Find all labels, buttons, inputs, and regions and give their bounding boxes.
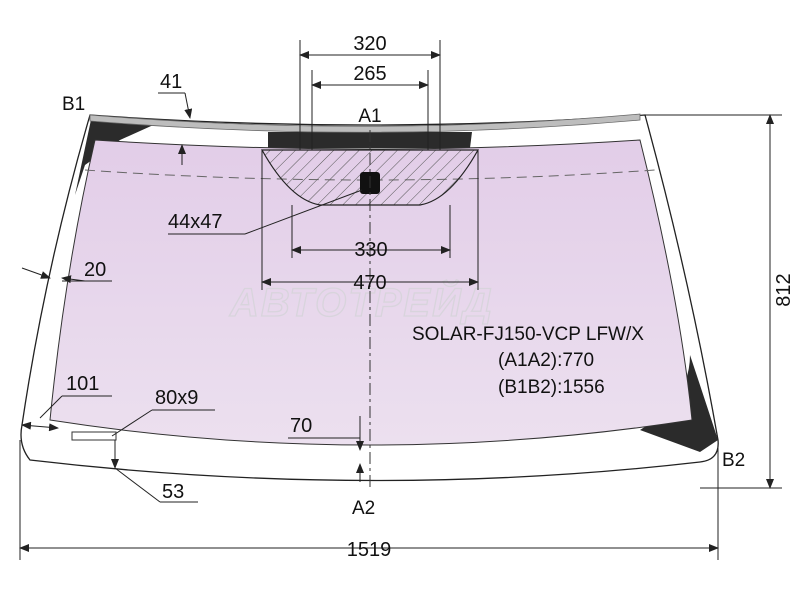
point-a2-label: A2 — [352, 498, 375, 519]
dim-80x9-label: 80x9 — [155, 387, 198, 409]
dim-80x9-leader — [111, 409, 153, 437]
dim-41-label: 41 — [160, 71, 182, 93]
dim-265-label: 265 — [353, 63, 386, 85]
point-b1-label: B1 — [62, 94, 85, 115]
point-b2-label: B2 — [722, 450, 745, 471]
dim-101-leader — [39, 395, 63, 419]
point-a1-label: A1 — [358, 106, 381, 127]
measure-a1a2: (A1A2):770 — [498, 350, 594, 371]
dim-53-leader — [114, 467, 161, 503]
dim-44x47-leader — [244, 189, 363, 235]
dim-70-label: 70 — [290, 415, 312, 437]
dim-330-label: 330 — [354, 239, 387, 261]
measure-b1b2: (B1B2):1556 — [498, 377, 605, 398]
dim-101-label: 101 — [66, 373, 99, 395]
glass-tinted-area — [49, 139, 693, 446]
dim-470-label: 470 — [353, 272, 386, 294]
dim-320-label: 320 — [353, 33, 386, 55]
dim-41-arrow — [184, 92, 193, 119]
dim-1519-label: 1519 — [347, 539, 392, 561]
model-code: SOLAR-FJ150-VCP LFW/X — [412, 324, 644, 345]
frit-left-corner — [75, 115, 160, 195]
dim-812-label: 812 — [773, 273, 795, 306]
dim-101-arrow — [21, 421, 59, 432]
dim-20-arrow-out — [21, 267, 51, 279]
top-strip — [89, 113, 641, 133]
vin-window — [71, 431, 117, 441]
dim-53-label: 53 — [162, 481, 184, 503]
dim-20-label: 20 — [84, 259, 106, 281]
dim-44x47-label: 44x47 — [168, 211, 223, 233]
